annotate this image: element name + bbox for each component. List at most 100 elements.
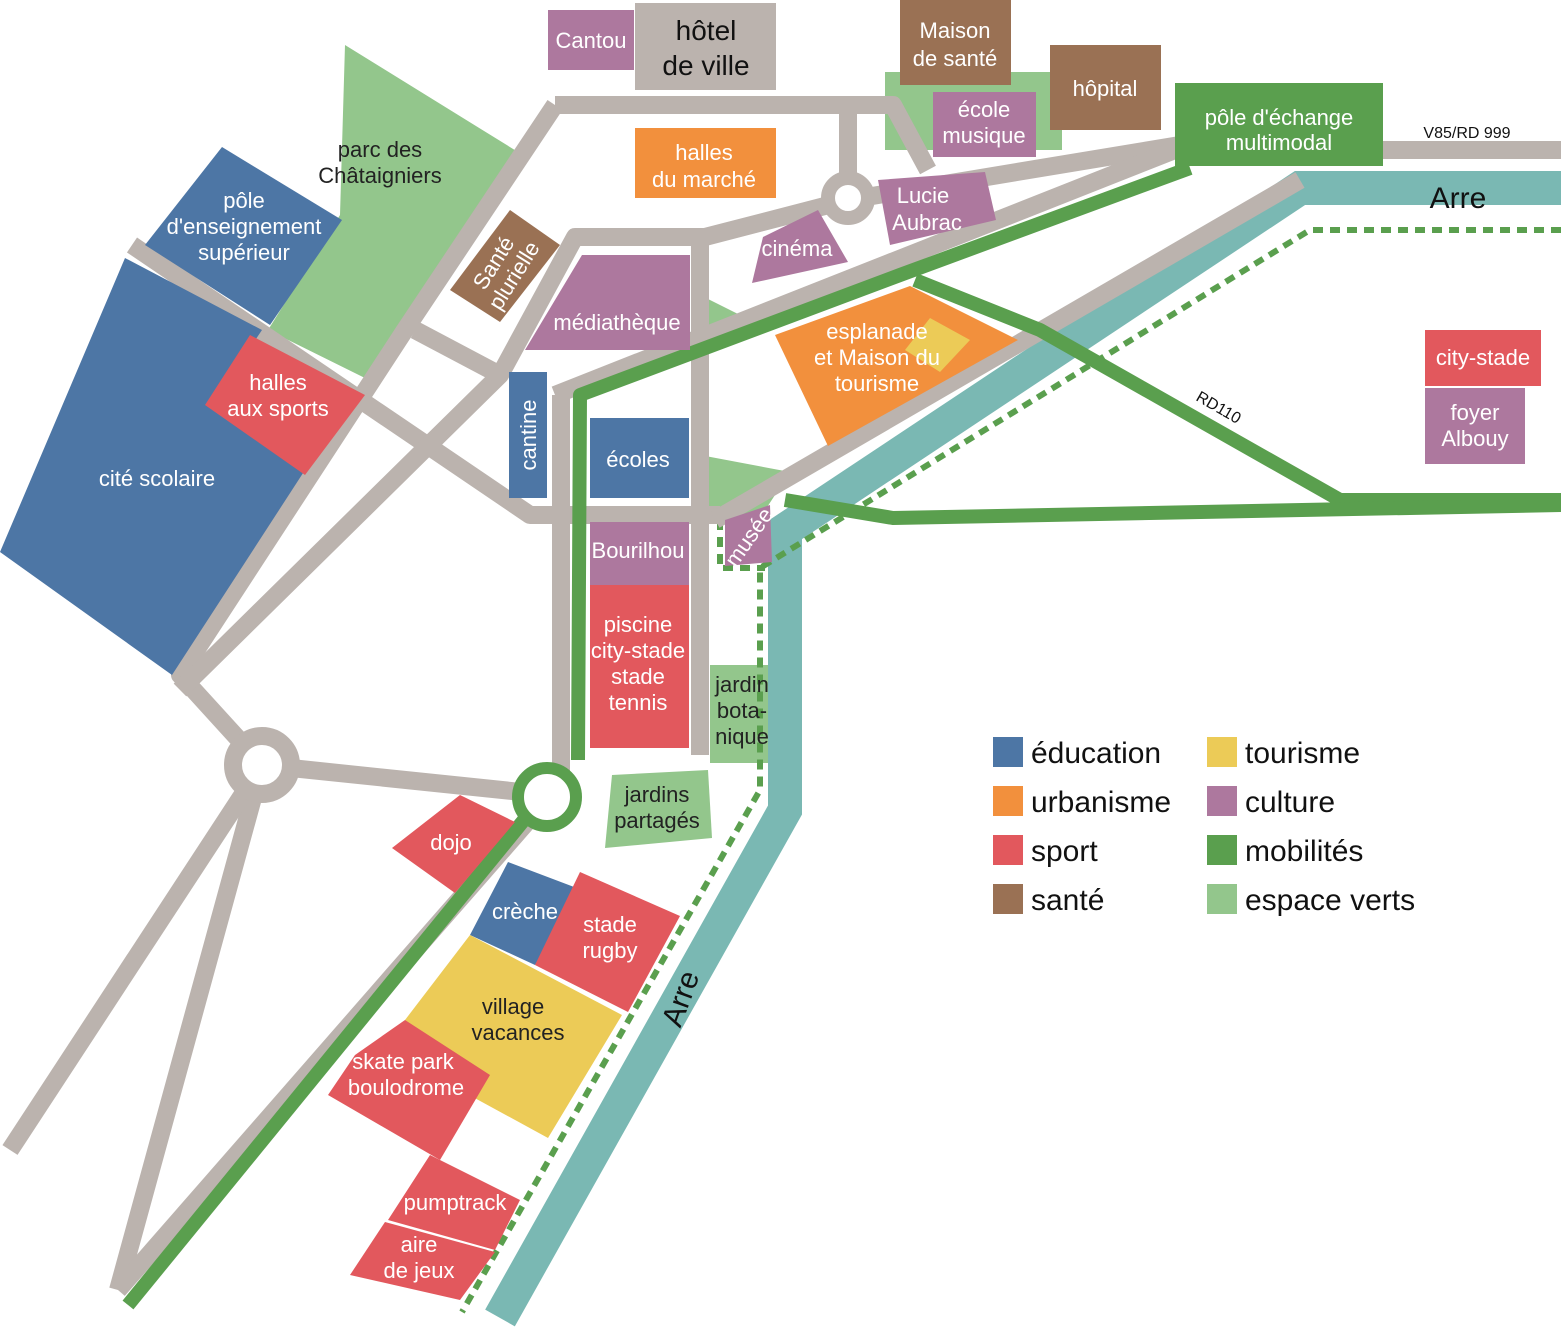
musee-greenway — [717, 520, 765, 571]
hotel-de-ville-block[interactable] — [635, 3, 776, 90]
jardins-partages-area[interactable] — [605, 770, 712, 848]
piscine-block[interactable] — [590, 585, 689, 748]
road-west-diagonal — [109, 100, 563, 1293]
pole-enseignement-block[interactable] — [145, 147, 342, 325]
cantine-label: cantine — [516, 400, 541, 471]
musee-block[interactable] — [725, 505, 772, 566]
jardins-partages-label-1: jardins — [624, 782, 690, 807]
pole-ens-label-1: pôle — [223, 188, 265, 213]
maison-de-sante-block[interactable] — [900, 0, 1011, 85]
esplanade-label-1: esplanade — [826, 319, 928, 344]
ecole-musique-label-2: musique — [942, 123, 1025, 148]
foyer-label-2: Albouy — [1441, 426, 1508, 451]
road-diagonal-esplanade — [551, 139, 1184, 404]
mobility-network — [122, 161, 1561, 1310]
aire-label-2: de jeux — [384, 1258, 455, 1283]
pole-ens-label-3: supérieur — [198, 240, 290, 265]
aire-de-jeux-block[interactable] — [350, 1222, 495, 1300]
pole-echange-block[interactable] — [1175, 83, 1383, 166]
cinema-block[interactable] — [752, 210, 848, 283]
legend-swatch-education — [993, 737, 1023, 767]
halles-sports-label-1: halles — [249, 370, 306, 395]
halles-aux-sports-block[interactable] — [205, 335, 365, 475]
aire-label-1: aire — [401, 1232, 438, 1257]
halles-marche-label-2: du marché — [652, 167, 756, 192]
ecole-musique-block[interactable] — [933, 92, 1036, 157]
ecoles-label: écoles — [606, 447, 670, 472]
halles-du-marche-block[interactable] — [635, 128, 776, 198]
stade-rugby-block[interactable] — [535, 872, 680, 1012]
mobility-main-diagonal — [571, 161, 1193, 761]
halles-marche-label-1: halles — [675, 140, 732, 165]
lucie-aubrac-block[interactable] — [878, 172, 996, 245]
ecoles-block[interactable] — [590, 418, 689, 498]
legend-label-mobilites: mobilités — [1245, 835, 1363, 868]
jardin-bota-label-2: bota- — [717, 698, 767, 723]
hopital-block[interactable] — [1050, 45, 1161, 130]
skate-park-block[interactable] — [328, 1020, 490, 1160]
dojo-label: dojo — [430, 830, 472, 855]
road-river-diagonal — [710, 172, 1305, 528]
city-stade-east-block[interactable] — [1425, 330, 1541, 386]
foyer-albouy-block[interactable] — [1425, 388, 1525, 464]
riverside-greenway — [459, 227, 1561, 1314]
road-cross-bottom — [261, 756, 551, 804]
bourilhou-label: Bourilhou — [592, 538, 685, 563]
v85-road-label: V85/RD 999 — [1423, 125, 1510, 142]
legend-swatch-mobilites — [1207, 835, 1237, 865]
cantou-label: Cantou — [556, 28, 627, 53]
pole-echange-label-1: pôle d'échange — [1205, 105, 1354, 130]
green-space-center — [700, 455, 790, 518]
halles-sports-label-2: aux sports — [227, 396, 329, 421]
maison-de-sante-label-1: Maison — [920, 18, 991, 43]
foyer-label-1: foyer — [1451, 400, 1500, 425]
stade-rugby-label-2: rugby — [582, 938, 637, 963]
pole-echange-label-2: multimodal — [1226, 130, 1332, 155]
esplanade-block[interactable] — [775, 286, 1018, 446]
legend-swatch-espace-verts — [1207, 884, 1237, 914]
pumptrack-label: pumptrack — [404, 1190, 508, 1215]
skate-label-2: boulodrome — [348, 1075, 464, 1100]
roundabout-south — [512, 762, 582, 832]
mediatheque-block[interactable] — [525, 255, 690, 350]
hotel-de-ville-label-1: hôtel — [676, 15, 737, 46]
legend-label-espace-verts: espace verts — [1245, 884, 1415, 917]
legend-label-sport: sport — [1031, 835, 1098, 868]
skate-label-1: skate park — [352, 1049, 454, 1074]
mobility-rd110 — [912, 273, 1561, 507]
legend-swatch-sante — [993, 884, 1023, 914]
parc-label-2: Châtaigniers — [318, 163, 442, 188]
mobility-east — [783, 493, 1561, 525]
piscine-label-2: city-stade — [591, 638, 685, 663]
cantou-block[interactable] — [548, 10, 634, 70]
ecole-musique-label-1: école — [958, 97, 1011, 122]
jardin-bota-label-1: jardin — [714, 672, 769, 697]
dojo-block[interactable] — [392, 795, 515, 893]
esplanade-label-3: tourisme — [835, 371, 919, 396]
village-label-1: village — [482, 994, 544, 1019]
mobility-south — [122, 810, 534, 1310]
arre-label-top: Arre — [1430, 182, 1487, 215]
creche-block[interactable] — [470, 862, 582, 965]
sante-plurielle-block[interactable] — [450, 210, 560, 322]
jardins-partages-label-2: partagés — [614, 808, 700, 833]
pole-ens-label-2: d'enseignement — [167, 214, 322, 239]
cite-scolaire-block[interactable] — [0, 258, 305, 675]
road-network — [2, 96, 1561, 1296]
parc-des-chataigniers-area[interactable] — [268, 45, 518, 383]
piscine-label-4: tennis — [609, 690, 668, 715]
mediatheque-label: médiathèque — [553, 310, 680, 335]
roundabout-west — [224, 727, 300, 803]
stade-rugby-label-1: stade — [583, 912, 637, 937]
cantine-block[interactable] — [509, 372, 547, 498]
bourilhou-block[interactable] — [590, 522, 689, 585]
legend-swatch-sport — [993, 835, 1023, 865]
esplanade-label-2: et Maison du — [814, 345, 940, 370]
hotel-de-ville-label-2: de ville — [662, 50, 749, 81]
pumptrack-block[interactable] — [388, 1155, 520, 1250]
cite-scolaire-label: cité scolaire — [99, 466, 215, 491]
piscine-label-3: stade — [611, 664, 665, 689]
village-label-2: vacances — [472, 1020, 565, 1045]
legend-label-urbanisme: urbanisme — [1031, 786, 1171, 819]
road-north — [555, 96, 936, 175]
